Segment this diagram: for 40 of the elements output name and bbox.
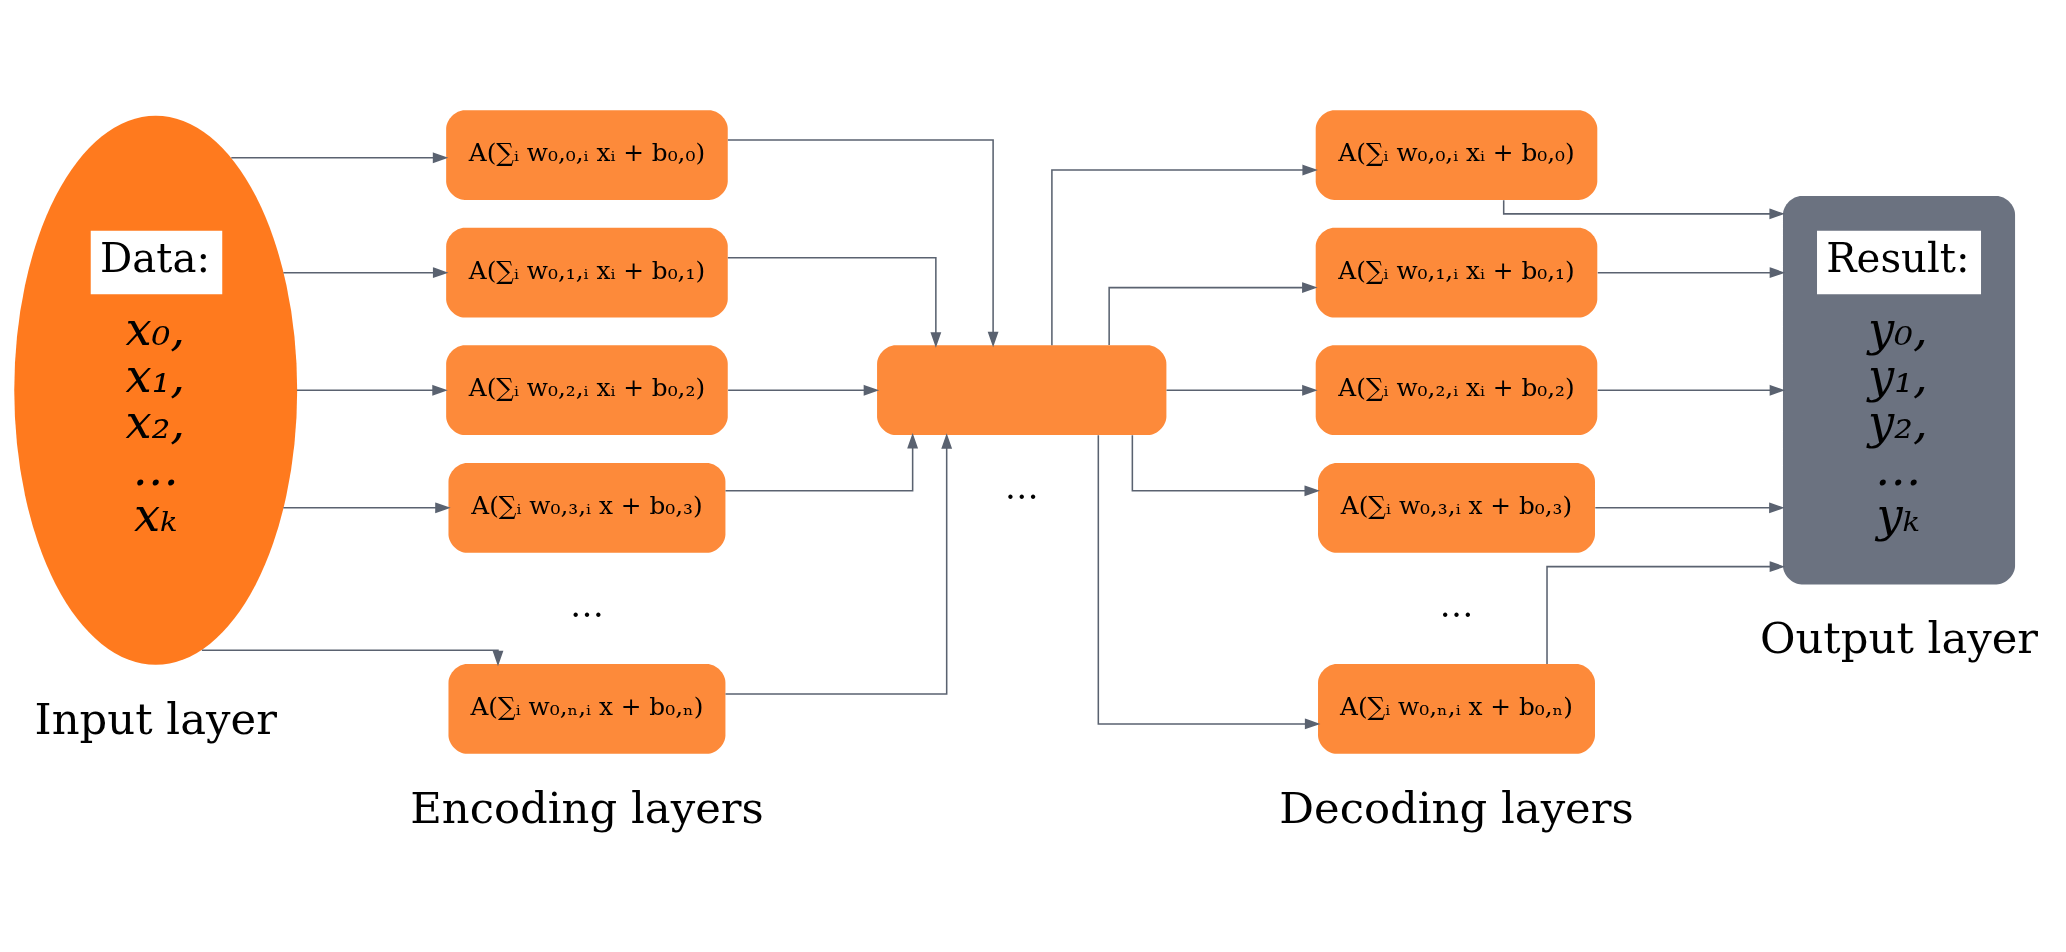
label: …	[569, 584, 604, 625]
node-box: A(∑ᵢ w₀,ₙ,ᵢ x + b₀,ₙ)	[448, 663, 726, 754]
arrow	[1097, 433, 1321, 729]
arrow	[1165, 384, 1318, 396]
node-ellipse: Data: x₀, x₁, x₂, … xₖ	[14, 115, 298, 665]
node-box	[877, 344, 1167, 435]
arrow	[1502, 198, 1785, 219]
arrow	[1594, 501, 1785, 513]
node-box: Result: y₀, y₁, y₂, … yₖ	[1782, 195, 2016, 584]
arrow	[727, 256, 942, 348]
label: Input layer	[34, 693, 277, 744]
arrow	[1131, 433, 1320, 496]
node-box: A(∑ᵢ w₀,ₙ,ᵢ x + b₀,ₙ)	[1318, 663, 1595, 754]
label: …	[1004, 466, 1039, 507]
label: …	[1439, 584, 1474, 625]
arrow	[201, 648, 504, 666]
node-box: A(∑ᵢ w₀,₁,ᵢ xᵢ + b₀,₁)	[446, 227, 728, 317]
arrow	[1108, 281, 1318, 346]
label: Output layer	[1759, 612, 2039, 663]
arrow	[230, 151, 449, 163]
node-box: A(∑ᵢ w₀,₁,ᵢ xᵢ + b₀,₁)	[1315, 227, 1598, 317]
arrow	[282, 501, 451, 513]
node-box: A(∑ᵢ w₀,₃,ᵢ x + b₀,₃)	[1318, 462, 1595, 553]
label: Decoding layers	[1279, 782, 1634, 833]
node-box: A(∑ᵢ w₀,₂,ᵢ xᵢ + b₀,₂)	[446, 344, 728, 435]
arrow	[727, 138, 999, 347]
node-box: A(∑ᵢ w₀,₃,ᵢ x + b₀,₃)	[448, 462, 726, 553]
node-box: A(∑ᵢ w₀,₀,ᵢ xᵢ + b₀,₀)	[446, 109, 728, 200]
arrow	[1596, 266, 1786, 278]
node-box: A(∑ᵢ w₀,₀,ᵢ xᵢ + b₀,₀)	[1315, 109, 1598, 200]
arrow	[1051, 164, 1318, 346]
arrow	[296, 384, 448, 396]
arrow	[724, 432, 919, 492]
arrow	[727, 384, 880, 396]
arrow	[1596, 384, 1786, 396]
arrow	[1546, 560, 1786, 665]
node-box: A(∑ᵢ w₀,₂,ᵢ xᵢ + b₀,₂)	[1315, 344, 1598, 435]
label: Encoding layers	[410, 782, 764, 833]
arrow	[282, 266, 449, 278]
arrow	[724, 432, 953, 695]
